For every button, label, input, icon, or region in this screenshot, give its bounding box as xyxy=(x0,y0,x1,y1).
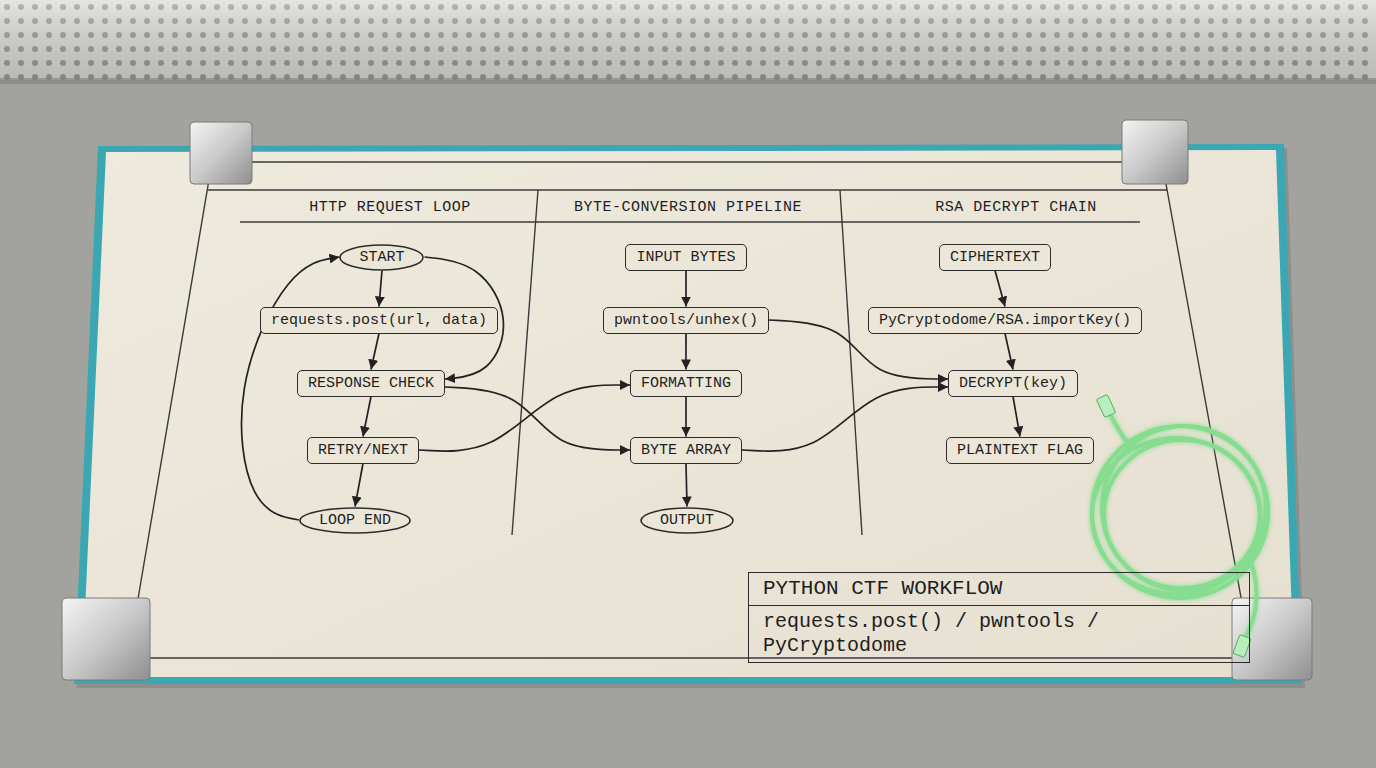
flow-arrow xyxy=(686,464,687,507)
strip-shade xyxy=(0,0,1376,80)
process-box: RESPONSE CHECK xyxy=(297,370,445,397)
process-box: pwntools/unhex() xyxy=(603,307,769,334)
flow-arrow xyxy=(1013,397,1020,437)
node-text: PyCryptodome/RSA.importKey() xyxy=(879,311,1131,330)
column-header: HTTP REQUEST LOOP xyxy=(309,198,471,217)
flow-arrow xyxy=(355,464,363,507)
cable-end xyxy=(1110,414,1130,446)
node-text: requests.post(url, data) xyxy=(271,311,487,330)
ellipse-shape xyxy=(641,508,733,533)
node-text: pwntools/unhex() xyxy=(614,311,758,330)
process-box: DECRYPT(key) xyxy=(948,370,1078,397)
process-box: BYTE ARRAY xyxy=(630,437,742,464)
flow-arrow xyxy=(685,334,687,370)
terminal-ellipse: OUTPUT xyxy=(640,507,734,534)
header-line xyxy=(208,189,1167,190)
metal-weight xyxy=(1232,598,1312,680)
flow-arrow xyxy=(685,271,687,307)
flow-arrow xyxy=(995,271,1005,307)
column-divider xyxy=(840,190,862,535)
paper-sheet xyxy=(82,150,1294,677)
metal-weight xyxy=(190,122,252,184)
terminal-ellipse: LOOP END xyxy=(299,507,411,534)
cable-plug xyxy=(1233,635,1251,658)
flow-arrow xyxy=(685,397,687,437)
cable-loop xyxy=(1092,438,1260,594)
title-block: PYTHON CTF WORKFLOWrequests.post() / pwn… xyxy=(748,572,1250,663)
node-text: START xyxy=(359,248,404,267)
process-box: PyCryptodome/RSA.importKey() xyxy=(868,307,1142,334)
node-text: RESPONSE CHECK xyxy=(308,374,434,393)
cable-plug xyxy=(1096,394,1115,417)
flow-arrow xyxy=(419,385,630,451)
ellipse-shape xyxy=(340,245,423,270)
node-text: PLAINTEXT FLAG xyxy=(957,441,1083,460)
node-text: FORMATTING xyxy=(641,374,731,393)
metal-weight xyxy=(1122,120,1188,184)
corner-weights xyxy=(62,120,1312,680)
node-text: LOOP END xyxy=(319,511,391,530)
inner-frame xyxy=(128,162,1252,658)
node-text: CIPHERTEXT xyxy=(950,248,1040,267)
column-header: RSA DECRYPT CHAIN xyxy=(935,198,1097,217)
process-box: RETRY/NEXT xyxy=(307,437,419,464)
process-box: PLAINTEXT FLAG xyxy=(946,437,1094,464)
paper-shadow xyxy=(77,148,1305,688)
column-divider xyxy=(512,190,538,535)
ellipse-shape xyxy=(300,508,410,533)
process-box: CIPHERTEXT xyxy=(939,244,1051,271)
flow-arrow xyxy=(1005,334,1013,370)
metal-weight xyxy=(62,598,150,680)
node-text: RETRY/NEXT xyxy=(318,441,408,460)
flow-arrow xyxy=(379,271,382,307)
flow-arrow xyxy=(445,387,630,450)
flow-arrow xyxy=(742,387,948,451)
column-header: BYTE-CONVERSION PIPELINE xyxy=(574,198,802,217)
terminal-ellipse: START xyxy=(339,244,424,271)
flow-arrow xyxy=(371,334,379,370)
perforated-strip xyxy=(0,0,1376,80)
process-box: requests.post(url, data) xyxy=(260,307,498,334)
ethernet-cable xyxy=(1092,414,1268,640)
node-text: BYTE ARRAY xyxy=(641,441,731,460)
process-box: FORMATTING xyxy=(630,370,742,397)
cable-loop xyxy=(1104,440,1260,588)
node-text: DECRYPT(key) xyxy=(959,374,1067,393)
header-line xyxy=(240,221,1140,222)
node-text: PYTHON CTF WORKFLOW xyxy=(749,573,1249,606)
node-text: requests.post() / pwntools / PyCryptodom… xyxy=(749,606,1249,662)
strip-edge xyxy=(0,78,1376,84)
flow-arrow xyxy=(363,397,371,437)
node-text: OUTPUT xyxy=(660,511,714,530)
paper-teal-edge xyxy=(74,144,1302,684)
node-text: INPUT BYTES xyxy=(636,248,735,267)
process-box: INPUT BYTES xyxy=(625,244,746,271)
